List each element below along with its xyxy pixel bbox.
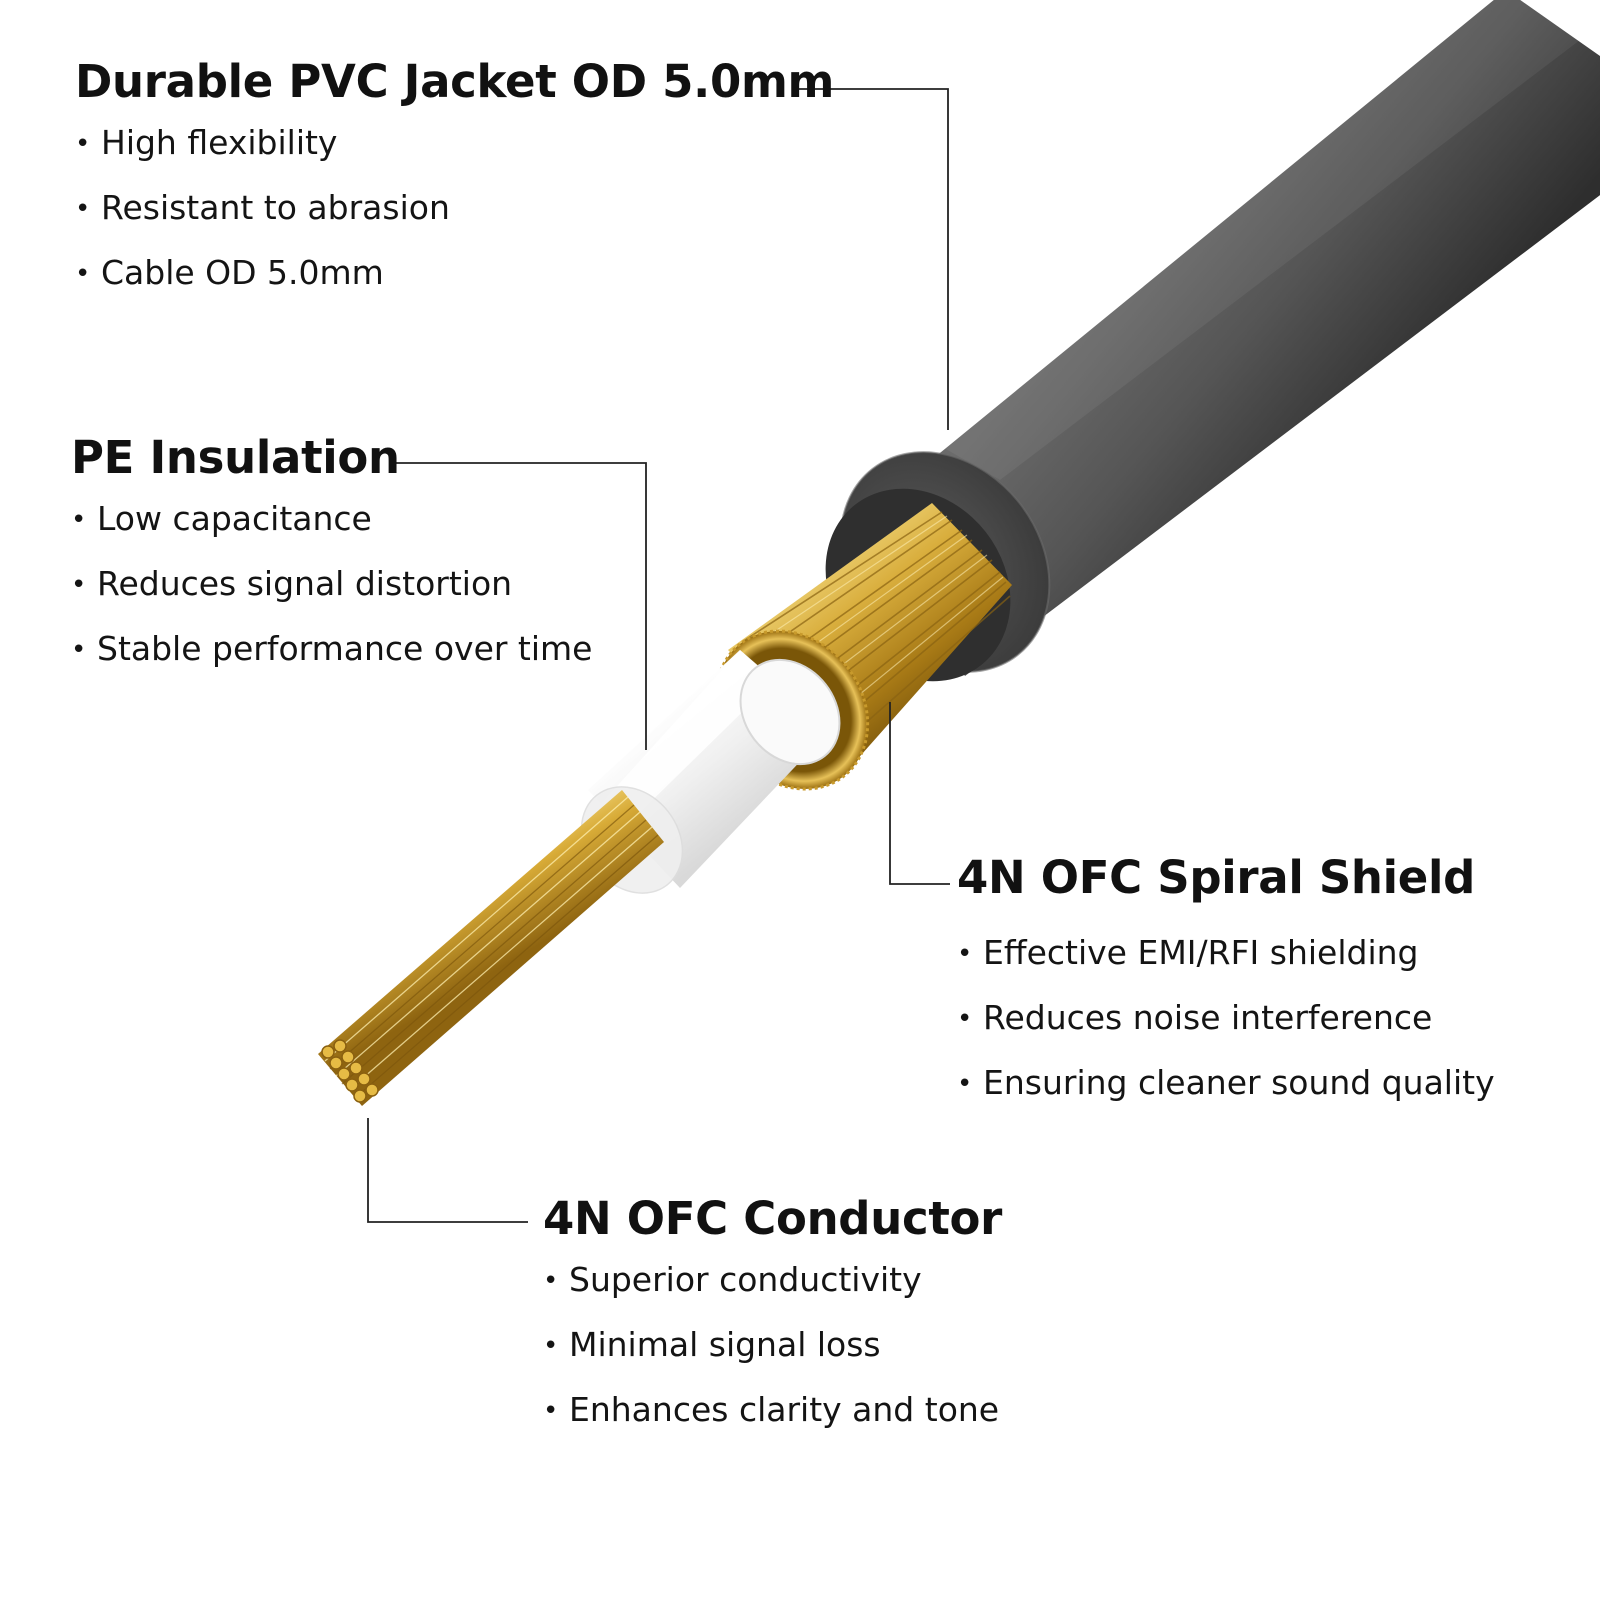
callout-bullet: Cable OD 5.0mm [75,241,834,306]
leader-lines [367,88,950,1223]
leader-line-insulation [390,462,647,750]
callout-bullet: Low capacitance [71,487,592,552]
callout-bullet: Minimal signal loss [543,1313,1002,1378]
callout-title: 4N OFC Conductor [543,1192,1003,1245]
callout-bullet-list: Superior conductivity Minimal signal los… [543,1248,1002,1443]
ofc-conductor [318,790,664,1106]
callout-bullet: Effective EMI/RFI shielding [957,921,1495,986]
callout-bullet: Stable performance over time [71,617,592,682]
callout-title: PE Insulation [71,431,400,484]
callout-bullet: Enhances clarity and tone [543,1378,1002,1443]
callout-title: Durable PVC Jacket OD 5.0mm [75,55,835,108]
callout-bullet: Reduces noise interference [957,986,1495,1051]
leader-line-conductor [367,1118,528,1223]
callout-spiral-shield: 4N OFC Spiral Shield Effective EMI/RFI s… [957,852,1495,1116]
callout-bullet-list: Low capacitance Reduces signal distortio… [71,487,592,682]
callout-bullet: Reduces signal distortion [71,552,592,617]
leader-line-jacket [793,88,949,430]
callout-bullet-list: Effective EMI/RFI shielding Reduces nois… [957,921,1495,1116]
callout-bullet: High flexibility [75,111,834,176]
leader-line-shield [889,702,950,885]
callout-bullet: Ensuring cleaner sound quality [957,1051,1495,1116]
callout-bullet-list: High flexibility Resistant to abrasion C… [75,111,834,306]
callout-bullet: Resistant to abrasion [75,176,834,241]
callout-pvc-jacket: Durable PVC Jacket OD 5.0mm High flexibi… [75,56,834,306]
callout-pe-insulation: PE Insulation Low capacitance Reduces si… [71,432,592,682]
callout-bullet: Superior conductivity [543,1248,1002,1313]
callout-title: 4N OFC Spiral Shield [957,851,1476,904]
conductor-strand-ends [321,1039,379,1103]
callout-ofc-conductor: 4N OFC Conductor Superior conductivity M… [543,1193,1002,1443]
